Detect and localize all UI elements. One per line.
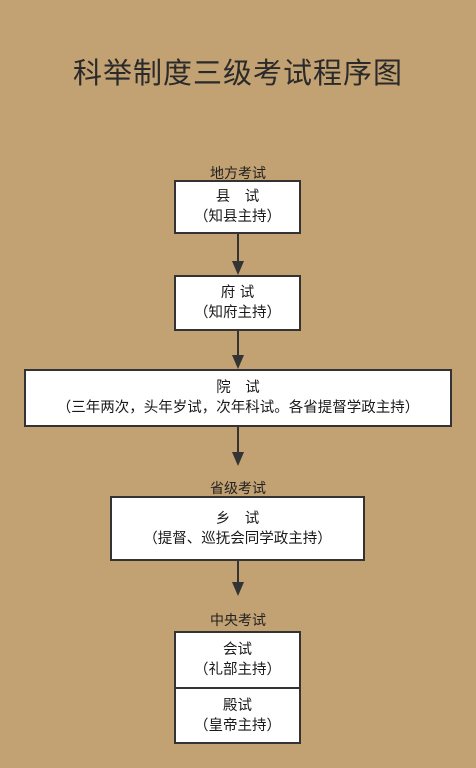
stage-note: （知府主持）	[194, 305, 281, 321]
level-label-central: 中央考试	[210, 613, 266, 629]
stage-note: （礼部主持）	[194, 662, 281, 678]
stage-name: 会试	[223, 642, 252, 658]
stage-name: 乡 试	[215, 510, 260, 527]
stage-name: 殿试	[223, 697, 252, 714]
level-label-local: 地方考试	[210, 166, 266, 182]
arrow-xiang-to-hui	[232, 561, 244, 596]
stage-box-fu-exam: 府 试 （知府主持）	[174, 275, 301, 331]
arrow-xian-to-fu	[232, 234, 244, 275]
stage-note: （三年两次，头年岁试，次年科试。各省提督学政主持）	[56, 400, 420, 416]
stage-note: （皇帝主持）	[194, 717, 281, 734]
stage-box-yuan-exam: 院 试 （三年两次，头年岁试，次年科试。各省提督学政主持）	[24, 369, 452, 427]
arrow-fu-to-yuan	[232, 331, 244, 369]
arrow-yuan-to-xiang	[232, 427, 244, 466]
level-label-provincial: 省级考试	[210, 481, 266, 497]
stage-name: 府 试	[220, 285, 255, 301]
stage-name: 县 试	[215, 189, 260, 205]
stage-box-xiang-exam: 乡 试 （提督、巡抚会同学政主持）	[110, 496, 365, 561]
stage-box-xian-exam: 县 试 （知县主持）	[174, 180, 301, 234]
stage-note: （知县主持）	[194, 209, 281, 225]
stage-name: 院 试	[216, 380, 260, 396]
diagram-title: 科举制度三级考试程序图	[72, 56, 403, 90]
stage-box-dian-exam: 殿试 （皇帝主持）	[174, 687, 301, 744]
stage-note: （提督、巡抚会同学政主持）	[143, 530, 332, 547]
stage-box-hui-exam: 会试 （礼部主持）	[174, 631, 301, 689]
